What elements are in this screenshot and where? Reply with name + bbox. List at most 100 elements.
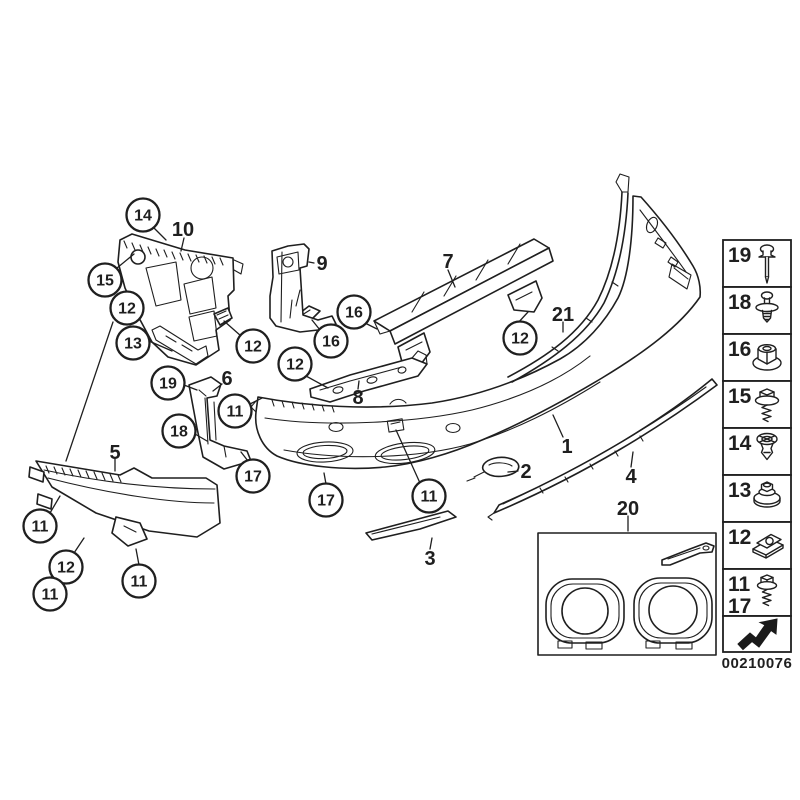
callout-12-7[interactable]: 12 [277, 346, 313, 382]
callout-circle [277, 346, 313, 382]
callout-12-2[interactable]: 12 [109, 290, 145, 326]
part-21-support-strip-shape [507, 191, 623, 378]
bumper-corner-details-shape [645, 216, 659, 234]
trim-ring-left [545, 578, 625, 650]
part-10-support-bracket-shape [123, 240, 224, 266]
legend-back-button[interactable] [722, 615, 792, 653]
part-21-support-strip-shape [511, 192, 629, 383]
bumper-towhook-clip-shape [390, 421, 401, 425]
trim-ring-right-shape [648, 585, 698, 635]
washer-screw-icon-shape [754, 395, 780, 406]
callout-17-17[interactable]: 17 [308, 482, 344, 518]
hex-screw-icon-shape [756, 580, 778, 590]
bumper-exhaust-recess-left-shape [296, 441, 354, 463]
part-8-lower-bracket-shape [332, 386, 344, 394]
legend-item-16[interactable]: 16 [722, 333, 792, 382]
callout-11-18[interactable]: 11 [411, 478, 447, 514]
bumper-corner-details-shape [654, 237, 679, 268]
legend-item-15[interactable]: 15 [722, 380, 792, 429]
callout-circle [336, 294, 372, 330]
trim-ring-left-shape [561, 587, 609, 635]
bumper-exhaust-recess-right-shape [380, 445, 430, 461]
callout-circle [235, 458, 271, 494]
return-arrow-icon [737, 618, 778, 651]
blind-rivet-icon-shape [761, 309, 773, 323]
bumper-deck-crease [264, 355, 591, 424]
callout-12-8[interactable]: 12 [502, 320, 538, 356]
bumper-exhaust-recess-left [296, 441, 354, 463]
part-7-impact-absorber-shape [373, 243, 521, 335]
leader-lines [49, 225, 634, 582]
blind-rivet-icon-shape [763, 312, 771, 321]
part-21-support-strip-shape [615, 173, 630, 193]
callout-15-1[interactable]: 15 [87, 262, 123, 298]
diagram-part-number: 00210076 [722, 655, 793, 672]
absorber-right-tab [507, 280, 543, 313]
callout-number: 14 [134, 208, 152, 225]
part-1-bumper-cover [250, 195, 702, 470]
part-label-5[interactable]: 5 [109, 442, 120, 464]
callout-13-3[interactable]: 13 [115, 325, 151, 361]
bumper-exhaust-recess-right [374, 441, 436, 465]
callout-circle [32, 576, 68, 612]
callout-16-5[interactable]: 16 [336, 294, 372, 330]
legend-item-13[interactable]: 13 [722, 474, 792, 523]
callout-number: 16 [345, 305, 363, 322]
part-label-2[interactable]: 2 [520, 461, 531, 483]
legend-item-14[interactable]: 14 [722, 427, 792, 476]
clip-nut-icon [752, 533, 784, 559]
callout-18-10[interactable]: 18 [161, 413, 197, 449]
corner-tab-upper [28, 466, 45, 483]
part-label-7[interactable]: 7 [442, 251, 453, 273]
part-label-3[interactable]: 3 [424, 548, 435, 570]
callout-12-4[interactable]: 12 [235, 328, 271, 364]
callout-number: 12 [57, 560, 75, 577]
clip-nut-icon-shape [752, 544, 784, 559]
callout-circle [411, 478, 447, 514]
part-label-6[interactable]: 6 [221, 368, 232, 390]
callout-number: 19 [159, 376, 177, 393]
bumper-reflector-recess [668, 263, 692, 290]
part-2-towhook-cap-shape [481, 456, 520, 478]
part-label-9[interactable]: 9 [316, 253, 327, 275]
part-10-support-bracket-shape [233, 259, 244, 275]
callout-14-0[interactable]: 14 [125, 197, 161, 233]
callout-circle [48, 549, 84, 585]
part-label-20[interactable]: 20 [617, 498, 639, 520]
callout-11-16[interactable]: 11 [121, 563, 157, 599]
legend-item-19[interactable]: 19 [722, 239, 792, 288]
part-8-lower-bracket [309, 350, 428, 403]
callout-circle [125, 197, 161, 233]
part-label-10[interactable]: 10 [172, 219, 194, 241]
callout-19-9[interactable]: 19 [150, 365, 186, 401]
trim-ring-right-shape [638, 582, 708, 639]
legend-box [722, 239, 792, 288]
part-4-lower-trim-strip-shape [502, 386, 707, 505]
legend-item-12[interactable]: 12 [722, 521, 792, 570]
part-label-21[interactable]: 21 [552, 304, 574, 326]
callout-16-6[interactable]: 16 [313, 323, 349, 359]
callout-17-12[interactable]: 17 [235, 458, 271, 494]
expanding-clip-icon-shape [758, 435, 776, 443]
callout-number: 16 [322, 334, 340, 351]
kit-bracket [661, 542, 715, 566]
callout-12-14[interactable]: 12 [48, 549, 84, 585]
part-10-support-bracket-shape [145, 261, 218, 342]
callout-11-15[interactable]: 11 [32, 576, 68, 612]
callout-11-11[interactable]: 11 [217, 393, 253, 429]
expansion-rivet-icon-shape [764, 276, 770, 284]
trim-ring-right-shape [675, 641, 693, 650]
callout-circle [150, 365, 186, 401]
legend-item-18[interactable]: 18 [722, 286, 792, 335]
part-label-8[interactable]: 8 [352, 387, 363, 409]
callout-11-13[interactable]: 11 [22, 508, 58, 544]
part-label-4[interactable]: 4 [625, 466, 637, 488]
callout-circle [121, 563, 157, 599]
washer-screw-icon [754, 388, 780, 423]
bumper-outline [254, 195, 702, 470]
part-label-1[interactable]: 1 [561, 436, 572, 458]
callout-number: 11 [42, 587, 59, 604]
